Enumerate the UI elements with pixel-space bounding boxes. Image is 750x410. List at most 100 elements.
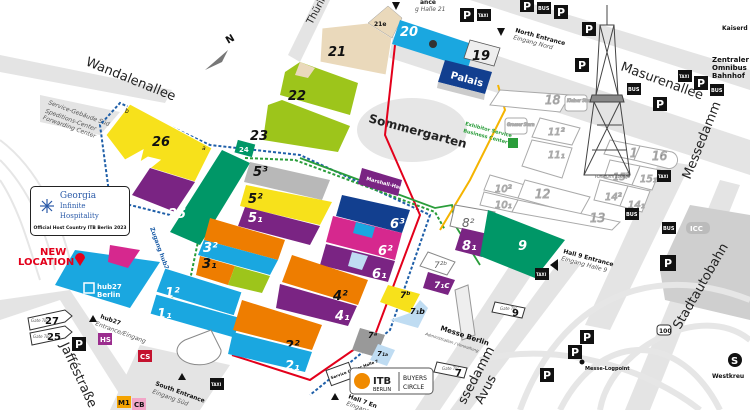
marshall-haus[interactable]: Marshall-Haus bbox=[358, 168, 406, 196]
hall-5-3[interactable]: 5³ bbox=[244, 162, 330, 200]
svg-text:CB: CB bbox=[134, 401, 144, 409]
svg-text:Gate Tor: Gate Tor bbox=[442, 366, 459, 371]
bus-icon[interactable]: BUS bbox=[627, 83, 641, 95]
svg-text:P: P bbox=[571, 346, 579, 359]
svg-text:Berlin: Berlin bbox=[97, 291, 120, 299]
gate-25[interactable]: Gate Tor 25 bbox=[29, 325, 73, 346]
hall-20[interactable]: 20 bbox=[392, 20, 475, 68]
parking-icon[interactable]: P bbox=[660, 255, 676, 271]
hall-7-1c[interactable]: 7₁c bbox=[423, 272, 455, 295]
taxi-icon[interactable]: TAXI bbox=[678, 70, 692, 82]
arrow-up-icon bbox=[89, 315, 97, 322]
bus-icon[interactable]: BUS bbox=[710, 84, 724, 96]
hall-25[interactable]: 25 bbox=[168, 150, 250, 245]
gate-27[interactable]: Gate Tor 27 bbox=[27, 309, 73, 331]
hall-5-1[interactable]: 5₁ bbox=[238, 207, 320, 245]
cs-stop-badge[interactable]: CS bbox=[138, 350, 152, 362]
hall-7b[interactable]: 7ᵇ bbox=[380, 285, 420, 313]
north-entrance[interactable]: North Entrance Eingang Nord bbox=[497, 27, 566, 52]
map-pin-icon bbox=[75, 253, 85, 266]
gate-9[interactable]: Gate Tor 9 bbox=[491, 301, 526, 319]
bus-icon[interactable]: BUS bbox=[662, 222, 676, 234]
svg-text:b: b bbox=[125, 108, 129, 115]
parking-icon[interactable]: P bbox=[582, 22, 596, 36]
street-westkreuz: Westkreu bbox=[712, 373, 744, 380]
hall-14-1[interactable]: 14₁ bbox=[619, 185, 651, 213]
hall-4-1[interactable]: 4₁ bbox=[276, 284, 357, 326]
parking-icon[interactable]: P bbox=[554, 5, 568, 19]
svg-text:11²: 11² bbox=[548, 127, 565, 138]
hall-9[interactable]: 9 bbox=[480, 210, 565, 278]
parking-icon[interactable]: P bbox=[72, 337, 86, 351]
svg-text:P: P bbox=[463, 9, 471, 22]
svg-text:5³: 5³ bbox=[253, 165, 268, 180]
svg-text:13: 13 bbox=[590, 211, 605, 225]
hall-26[interactable]: 26 b a bbox=[105, 103, 213, 212]
bus-icon[interactable]: BUS bbox=[537, 2, 551, 14]
palais[interactable]: Palais bbox=[437, 60, 492, 100]
hs-stop-badge[interactable]: HS bbox=[98, 333, 112, 345]
hall-19[interactable]: 19 bbox=[463, 39, 501, 67]
hall-6-1[interactable]: 6₁ bbox=[320, 244, 395, 282]
taxi-icon[interactable]: TAXI bbox=[477, 9, 491, 21]
parking-icon[interactable]: P bbox=[568, 345, 582, 359]
svg-text:N: N bbox=[224, 33, 237, 47]
icc-badge[interactable]: ICC bbox=[686, 222, 710, 234]
hall-7-1a[interactable]: 7₁ₐ bbox=[370, 344, 395, 366]
svg-text:6²: 6² bbox=[378, 244, 393, 259]
hall-24[interactable]: 24 bbox=[234, 139, 256, 158]
taxi-icon[interactable]: TAXI bbox=[535, 268, 549, 280]
hall-16[interactable]: 16 bbox=[633, 145, 679, 170]
hall-2-1[interactable]: 2₁ bbox=[228, 332, 312, 374]
bus-icon[interactable]: BUS bbox=[625, 208, 639, 220]
hall-8-2[interactable]: 8² bbox=[449, 204, 496, 236]
cb-stop-badge[interactable]: CB bbox=[132, 398, 146, 410]
hall-5-2[interactable]: 5² bbox=[240, 185, 332, 225]
hall-3-1[interactable]: 3₁ bbox=[196, 256, 270, 293]
hall-3-2[interactable]: 3² bbox=[198, 218, 285, 275]
hall-22[interactable]: 22 bbox=[280, 62, 358, 115]
hall-11-1[interactable]: 11₁ bbox=[521, 139, 573, 179]
hall-hub27[interactable]: hub27 Berlin bbox=[55, 245, 160, 308]
parking-icon[interactable]: P bbox=[520, 0, 534, 13]
hall7-entrance[interactable]: Hall 7 En Eingang bbox=[331, 393, 378, 410]
hall-6-3[interactable]: 6³ bbox=[336, 195, 410, 233]
hall-12[interactable]: 12 bbox=[517, 179, 591, 216]
hall-7-1b[interactable]: 7₁b bbox=[390, 300, 428, 328]
hall-6-2[interactable]: 6² bbox=[326, 216, 402, 260]
grosser-stern[interactable]: Grosser Stern bbox=[504, 117, 535, 135]
svg-text:Gate Tor: Gate Tor bbox=[500, 306, 517, 311]
hall-13[interactable]: 13 bbox=[511, 199, 622, 231]
itb-buyers-circle[interactable]: ITB BERLIN BUYERS CIRCLE bbox=[349, 367, 434, 395]
m1-stop-badge[interactable]: M1 bbox=[117, 396, 131, 408]
parking-icon[interactable]: P bbox=[575, 58, 589, 72]
svg-text:12: 12 bbox=[535, 187, 550, 201]
hall-15-1[interactable]: 15₁ bbox=[631, 165, 661, 191]
hall-18[interactable]: 18 bbox=[489, 89, 571, 113]
taxi-icon[interactable]: TAXI bbox=[657, 170, 671, 182]
svg-text:g Halle 21: g Halle 21 bbox=[415, 6, 445, 13]
hall21-entrance[interactable]: ance g Halle 21 bbox=[392, 0, 445, 13]
parking-icon[interactable]: P bbox=[540, 368, 554, 382]
hall-7-2b[interactable]: 7²ᵇ bbox=[419, 251, 456, 276]
hall-11-2[interactable]: 11² bbox=[531, 117, 581, 146]
taxi-icon[interactable]: TAXI bbox=[210, 378, 224, 390]
parking-icon[interactable]: P bbox=[694, 76, 708, 90]
kleiner-stern[interactable]: Kleiner Stern bbox=[564, 94, 594, 112]
svg-text:22: 22 bbox=[288, 89, 306, 104]
svg-text:S: S bbox=[731, 356, 738, 367]
svg-text:CS: CS bbox=[140, 353, 150, 361]
gate-7[interactable]: Gate Tor 7 bbox=[433, 361, 468, 379]
parking-icon[interactable]: P bbox=[580, 330, 594, 344]
svg-text:8²: 8² bbox=[462, 216, 475, 230]
svg-text:ICC: ICC bbox=[690, 225, 703, 233]
hall-8-1[interactable]: 8₁ bbox=[455, 228, 488, 257]
parking-icon[interactable]: P bbox=[653, 97, 667, 111]
svg-text:7ᵃ: 7ᵃ bbox=[368, 331, 378, 340]
hall-23[interactable]: 23 bbox=[250, 100, 350, 152]
svg-text:P: P bbox=[697, 77, 705, 90]
hall-21[interactable]: 21 21e bbox=[319, 5, 403, 76]
svg-text:100: 100 bbox=[659, 328, 672, 335]
parking-icon[interactable]: P bbox=[460, 8, 474, 22]
hall-10-2[interactable]: 10² bbox=[483, 174, 526, 199]
